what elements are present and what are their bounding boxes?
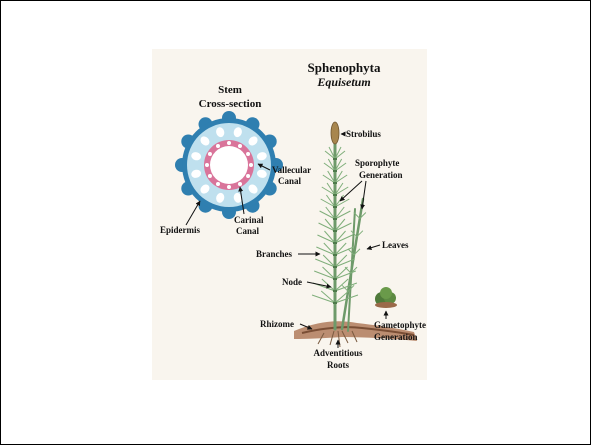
equisetum-diagram: Sphenophyta Equisetum Stem Cross-section… <box>152 49 427 380</box>
branch <box>335 235 353 243</box>
stem-node <box>333 158 337 160</box>
carinal-canal <box>238 182 242 186</box>
branch <box>312 295 335 303</box>
cross-section-title-line2: Cross-section <box>199 98 262 110</box>
diagram-subtitle: Equisetum <box>316 75 370 89</box>
gametophyte <box>375 287 397 308</box>
stem-node <box>333 266 337 268</box>
branch <box>324 231 335 243</box>
label-carinal-line2: Canal <box>236 226 260 236</box>
carinal-canal <box>246 174 250 178</box>
label-leaves: Leaves <box>382 240 409 250</box>
stem-node <box>333 170 337 172</box>
stem-node <box>333 230 337 232</box>
branch <box>335 247 354 255</box>
stem-node <box>333 254 337 256</box>
branch <box>335 255 347 267</box>
label-epidermis: Epidermis <box>160 225 201 235</box>
carinal-canal <box>205 163 209 167</box>
branch <box>322 187 335 195</box>
carinal-canal <box>246 152 250 156</box>
stem-node <box>333 218 337 220</box>
label-strobilus: Strobilus <box>346 129 381 139</box>
label-sporophyte-line2: Generation <box>359 170 403 180</box>
branch <box>335 187 348 195</box>
diagram-title: Sphenophyta <box>308 60 381 75</box>
branch <box>335 271 356 279</box>
cross-section-title-line1: Stem <box>218 84 242 96</box>
branch <box>317 235 335 243</box>
branch <box>320 211 335 219</box>
label-gametophyte-line2: Generation <box>374 332 418 342</box>
arrow-epidermis <box>186 201 200 225</box>
carinal-canal <box>216 144 220 148</box>
label-vallecular-line1: Vallecular <box>272 165 311 175</box>
arrow-sporophyte-2 <box>362 181 366 209</box>
label-rhizome: Rhizome <box>260 319 294 329</box>
stem-cross-section <box>175 111 283 219</box>
branch <box>314 271 335 279</box>
carinal-canal <box>238 144 242 148</box>
branch <box>323 175 335 183</box>
carinal-canal <box>208 152 212 156</box>
stem-node <box>333 194 337 196</box>
branch <box>335 223 351 231</box>
carinal-canal <box>227 185 231 189</box>
label-vallecular-line2: Canal <box>278 176 302 186</box>
branch <box>335 267 347 279</box>
central-canal <box>210 146 248 184</box>
branch <box>335 243 346 255</box>
carinal-canal <box>249 163 253 167</box>
branch <box>323 255 335 267</box>
stem-node <box>333 182 337 184</box>
stem-node <box>333 278 337 280</box>
stem-node <box>333 206 337 208</box>
label-node: Node <box>282 277 302 287</box>
label-branches: Branches <box>256 249 292 259</box>
branch <box>321 291 335 303</box>
branch <box>323 267 335 279</box>
strobilus-cone <box>331 122 339 144</box>
carinal-canal <box>208 174 212 178</box>
branch <box>335 175 347 183</box>
branch <box>335 199 349 207</box>
branch <box>324 243 335 255</box>
carinal-canal <box>227 141 231 145</box>
label-roots-line1: Adventitious <box>313 348 363 358</box>
carinal-canal <box>216 182 220 186</box>
stem-node <box>333 242 337 244</box>
arrow-leaves <box>367 245 380 249</box>
branch <box>335 211 350 219</box>
label-sporophyte-line1: Sporophyte <box>355 158 399 168</box>
label-carinal-line1: Carinal <box>234 215 264 225</box>
figure-panel: Sphenophyta Equisetum Stem Cross-section… <box>152 49 427 380</box>
branch <box>345 267 351 273</box>
branch <box>315 259 335 267</box>
branch <box>335 231 346 243</box>
branch <box>319 223 335 231</box>
arrow-sporophyte-1 <box>340 181 362 201</box>
label-gametophyte-line1: Gametophyte <box>374 320 426 330</box>
stem-node <box>333 302 337 304</box>
label-roots-line2: Roots <box>327 360 349 370</box>
stem-node <box>333 290 337 292</box>
branch <box>321 199 335 207</box>
